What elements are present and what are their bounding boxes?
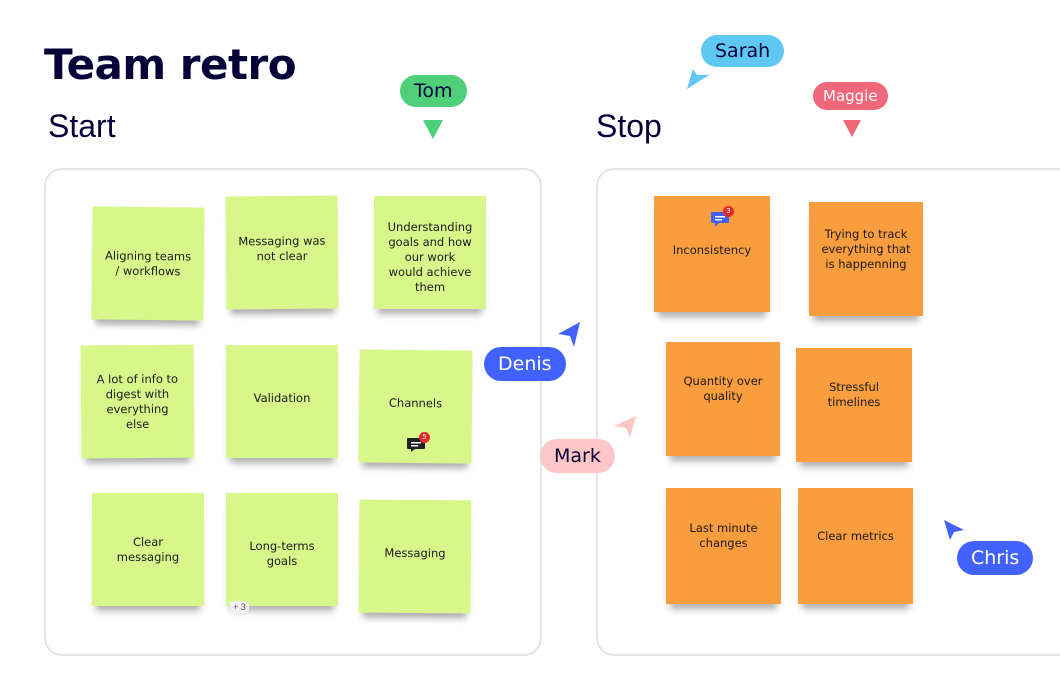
sticky-note[interactable]: Messaging was not clear [225, 195, 339, 310]
sticky-note[interactable]: A lot of info to digest with everything … [80, 344, 195, 459]
board-title: Team retro [44, 40, 297, 89]
sticky-text: A lot of info to digest with everything … [96, 371, 179, 431]
reaction-count-value: 3 [240, 602, 246, 612]
sticky-note[interactable]: Trying to track everything that is happe… [809, 202, 923, 316]
cursor-label-tom: Tom [400, 75, 467, 107]
sticky-note[interactable]: Messaging [358, 499, 472, 614]
cursor-label-denis: Denis [484, 347, 566, 381]
cursor-label-maggie: Maggie [813, 82, 888, 110]
sticky-text: Long-terms goals [249, 539, 315, 568]
sticky-text: Understanding goals and how our work wou… [387, 220, 473, 294]
section-title-start: Start [48, 108, 116, 144]
sticky-text: Stressful timelines [827, 380, 881, 409]
sticky-note[interactable]: Last minute changes [666, 488, 781, 604]
sticky-text: Trying to track everything that is happe… [821, 226, 911, 271]
reaction-count[interactable]: + 3 [230, 601, 249, 613]
sticky-text: Messaging [384, 545, 446, 561]
sticky-note[interactable]: Stressful timelines [796, 348, 912, 462]
sticky-note[interactable]: Aligning teams / workflows [91, 206, 205, 321]
sticky-text: Messaging was not clear [238, 233, 326, 264]
comment-count-badge: 3 [723, 206, 734, 217]
cursor-label-sarah: Sarah [701, 35, 785, 67]
sticky-note[interactable]: Quantity over quality [666, 342, 780, 456]
cursor-arrow-icon [942, 518, 966, 547]
sticky-text: Quantity over quality [683, 374, 763, 403]
sticky-text: Aligning teams / workflows [104, 248, 192, 278]
cursor-arrow-icon [422, 118, 444, 145]
sticky-note[interactable]: Understanding goals and how our work wou… [374, 196, 486, 309]
sticky-text: Inconsistency [672, 243, 752, 257]
sticky-note[interactable]: Long-terms goals [226, 493, 338, 606]
sticky-text: Clear metrics [817, 528, 894, 543]
comment-count-badge: 5 [419, 432, 430, 443]
cursor-arrow-icon [556, 320, 582, 353]
section-title-stop: Stop [596, 108, 662, 144]
sticky-text: Last minute changes [689, 521, 758, 550]
cursor-arrow-icon [612, 414, 638, 445]
cursor-arrow-icon [685, 67, 711, 96]
cursor-label-mark: Mark [540, 439, 615, 473]
cursor-label-chris: Chris [957, 541, 1034, 575]
sticky-text: Channels [388, 395, 443, 411]
sticky-text: Validation [253, 391, 311, 405]
sticky-note[interactable]: Clear metrics [798, 488, 913, 604]
sticky-note[interactable]: Clear messaging [92, 493, 204, 606]
cursor-arrow-icon [842, 119, 862, 144]
sticky-note[interactable]: Validation [226, 345, 338, 458]
sticky-text: Clear messaging [116, 534, 180, 564]
plus-icon: + [233, 602, 239, 612]
